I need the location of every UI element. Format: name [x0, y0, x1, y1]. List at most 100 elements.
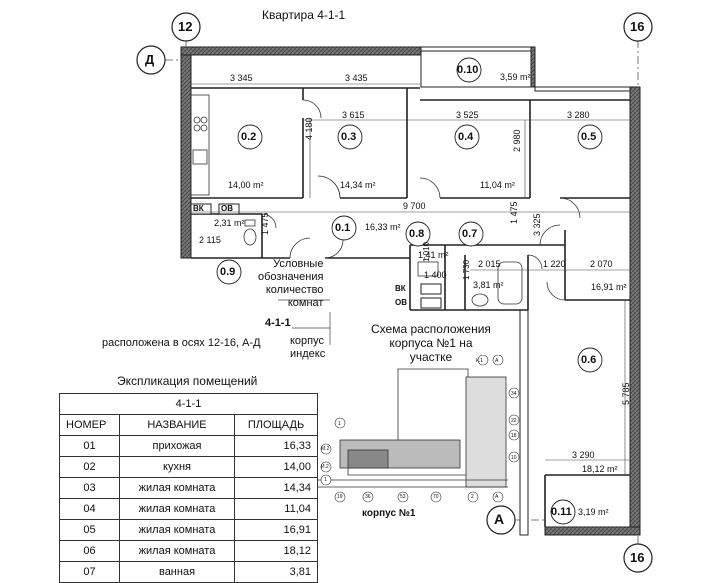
axis-label-d: Д	[145, 52, 155, 67]
room-tag-0-2: 0.2	[241, 131, 257, 143]
area-0-2: 14,00 m²	[228, 180, 264, 190]
dim-3525: 3 525	[456, 110, 479, 120]
cell-number: 04	[59, 498, 120, 520]
schema-mark-7: 18	[511, 433, 517, 439]
schema-heading: Схема расположения корпуса №1 на участке	[371, 322, 491, 364]
cell-name: жилая комната	[119, 519, 235, 541]
room-tag-0-3: 0.3	[341, 131, 357, 143]
room-tag-0-8: 0.8	[409, 228, 425, 240]
dim-3280: 3 280	[567, 110, 590, 120]
table-row: 01 прихожая 16,33	[59, 435, 318, 457]
cell-number: 03	[59, 477, 120, 499]
site-schema	[318, 355, 520, 503]
axis-label-16-bottom: 16	[630, 550, 645, 565]
interior-walls	[191, 87, 630, 527]
area-0-6: 18,12 m²	[582, 464, 618, 474]
schema-mark-15: А	[495, 494, 499, 500]
apartment-title: Квартира 4-1-1	[262, 8, 346, 22]
legend-corpus-index: корпус индекс	[290, 335, 326, 360]
cell-area: 3,81	[234, 561, 318, 583]
area-0-5: 16,91 m²	[591, 282, 627, 292]
cell-name: ванная	[119, 561, 235, 583]
shaft-ov-label: ОВ	[221, 204, 233, 213]
cell-area: 16,33	[234, 435, 318, 457]
dim-1475-left: 1 475	[260, 212, 270, 235]
cell-area: 16,91	[234, 519, 318, 541]
cell-name: кухня	[119, 456, 235, 478]
room-tag-0-7: 0.7	[462, 228, 478, 240]
dim-2115: 2 115	[199, 235, 221, 245]
room-tag-0-5: 0.5	[581, 131, 597, 143]
area-0-10: 3,59 m²	[500, 72, 531, 82]
dim-3345: 3 345	[230, 73, 253, 83]
axis-label-a: А	[494, 511, 505, 527]
schema-mark-10: 19	[337, 494, 343, 500]
cell-area: 11,04	[234, 498, 318, 520]
axis-label-16-top: 16	[630, 19, 645, 34]
area-0-9: 2,31 m²	[214, 218, 245, 228]
table-row: 07 ванная 3,81	[59, 561, 318, 583]
shaft-vk2-label: ВК	[395, 284, 406, 293]
shaft-ov2-label: ОВ	[395, 298, 407, 307]
dim-1010: 1 010	[422, 241, 431, 262]
schema-mark-1: А	[495, 358, 499, 364]
area-0-8: 1,41 m²	[418, 250, 449, 260]
cell-name: жилая комната	[119, 540, 235, 562]
cell-number: 07	[59, 561, 120, 583]
dim-1730: 1 730	[462, 259, 471, 280]
dim-4180: 4 180	[304, 117, 314, 140]
room-tag-0-9: 0.9	[220, 266, 236, 278]
table-row: 03 жилая комната 14,34	[59, 477, 318, 499]
area-0-7: 3,81 m²	[473, 280, 504, 290]
dim-3615: 3 615	[342, 110, 365, 120]
shafts	[190, 203, 442, 309]
table-row: 02 кухня 14,00	[59, 456, 318, 478]
dim-1400: 1 400	[424, 270, 447, 280]
room-tag-0-1: 0.1	[335, 222, 351, 234]
cell-area: 18,12	[234, 540, 318, 562]
schema-mark-4: 22	[511, 418, 517, 424]
dim-2980: 2 980	[512, 129, 522, 152]
dim-1475-right: 1 475	[509, 201, 519, 224]
schema-mark-2: 1	[338, 421, 341, 427]
dim-9700: 9 700	[403, 201, 426, 211]
dim-3290: 3 290	[572, 450, 595, 460]
shaft-vk-label: ВК	[193, 204, 204, 213]
room-tag-0-6: 0.6	[581, 354, 597, 366]
dimension-lines	[191, 83, 630, 475]
cell-name: прихожая	[119, 435, 235, 457]
legend-code: 4-1-1	[265, 317, 291, 329]
table-row: 04 жилая комната 11,04	[59, 498, 318, 520]
table-subtitle-row: 4-1-1	[59, 393, 318, 415]
dim-2070: 2 070	[590, 259, 613, 269]
door-swings	[261, 99, 581, 301]
bath-fixtures	[243, 219, 523, 307]
dim-1220: 1 220	[543, 259, 566, 269]
room-tag-circles	[216, 57, 603, 525]
legend-located: расположена в осях 12-16, А-Д	[102, 337, 261, 349]
area-0-11: 3,19 m²	[578, 507, 609, 517]
axis-label-12: 12	[178, 19, 193, 34]
kitchen-units	[190, 94, 210, 196]
schema-mark-11: 36	[365, 494, 371, 500]
cell-number: 02	[59, 456, 120, 478]
cell-area: 14,34	[234, 477, 318, 499]
dim-5785: 5 785	[621, 382, 631, 405]
schema-mark-9: 1	[324, 477, 327, 483]
cell-number: 06	[59, 540, 120, 562]
schema-mark-8: 10	[511, 455, 517, 461]
table-row: 05 жилая комната 16,91	[59, 519, 318, 541]
table-subtitle: 4-1-1	[59, 393, 318, 415]
schema-caption: корпус №1	[362, 508, 416, 519]
cell-area: 14,00	[234, 456, 318, 478]
axis-bubbles	[136, 12, 653, 573]
cell-number: 05	[59, 519, 120, 541]
schema-mark-0: К.1	[476, 358, 484, 364]
schema-mark-13: 70	[433, 494, 439, 500]
table-row: 06 жилая комната 18,12	[59, 540, 318, 562]
dim-2015: 2 015	[478, 259, 501, 269]
dim-3325: 3 325	[532, 213, 542, 236]
schema-mark-5: М.2	[321, 446, 330, 452]
schema-mark-14: 2	[471, 494, 474, 500]
